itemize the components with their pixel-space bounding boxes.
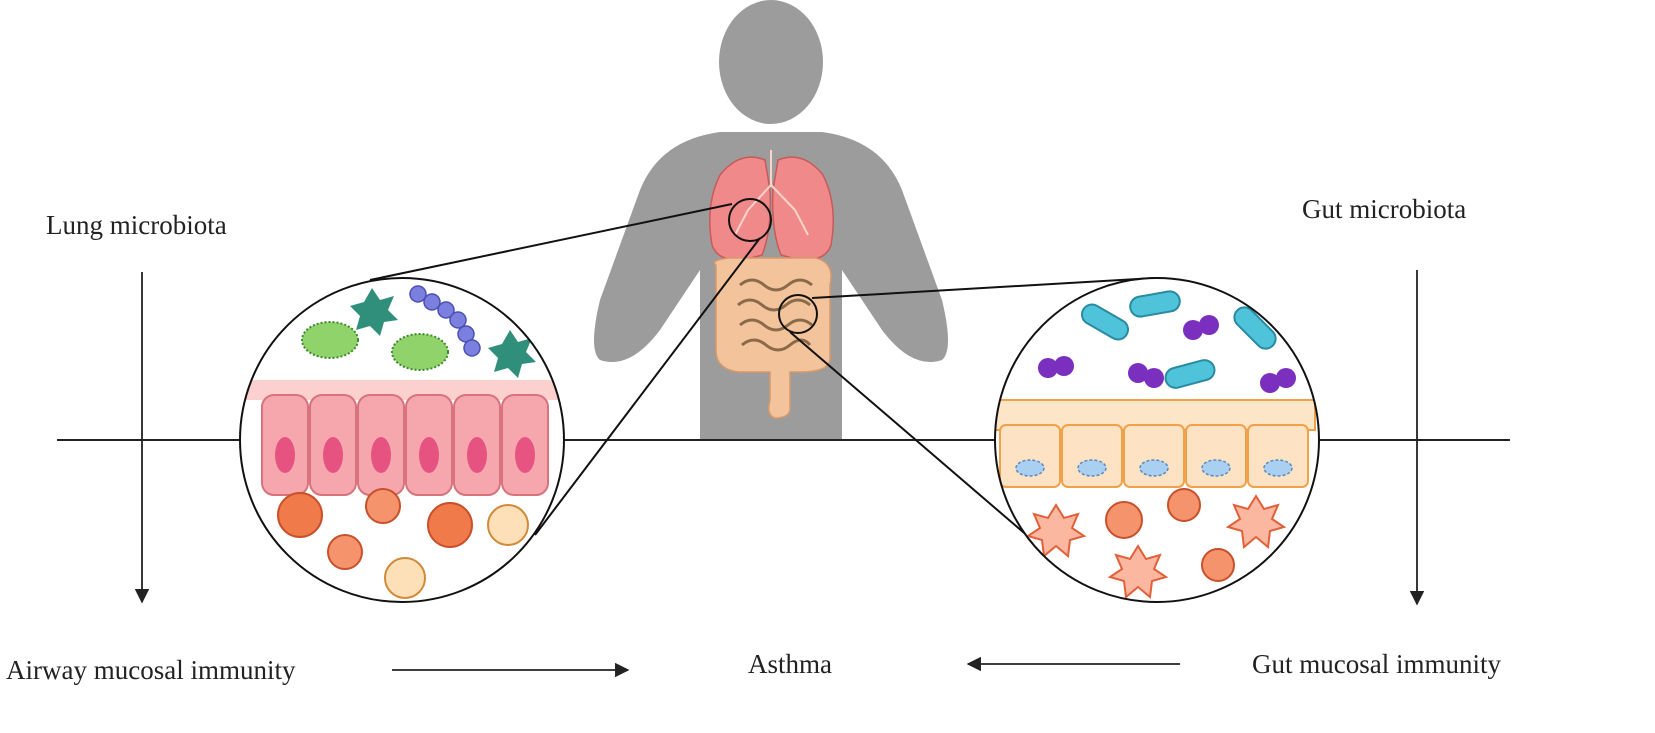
gut-magnified-view [994, 277, 1320, 603]
gut-mucosal-immunity-label: Gut mucosal immunity [1252, 649, 1501, 679]
intestine-organ [713, 257, 832, 419]
gut-microbes [1038, 290, 1296, 393]
airway-mucosal-immunity-label: Airway mucosal immunity [6, 655, 296, 685]
lung-microbiota-label: Lung microbiota [46, 210, 227, 240]
asthma-label: Asthma [748, 649, 832, 679]
gut-microbiota-label: Gut microbiota [1302, 194, 1467, 224]
lung-microbes [301, 285, 536, 378]
gut-epithelium [995, 399, 1316, 488]
airway-immune-cells [277, 488, 529, 599]
gut-focus-circle [778, 294, 818, 334]
zoom-lines [369, 203, 1156, 539]
airway-magnified-view [239, 277, 565, 603]
lung-focus-circle [728, 198, 772, 242]
airway-epithelium [240, 380, 564, 496]
gut-immune-cells [1025, 488, 1287, 599]
